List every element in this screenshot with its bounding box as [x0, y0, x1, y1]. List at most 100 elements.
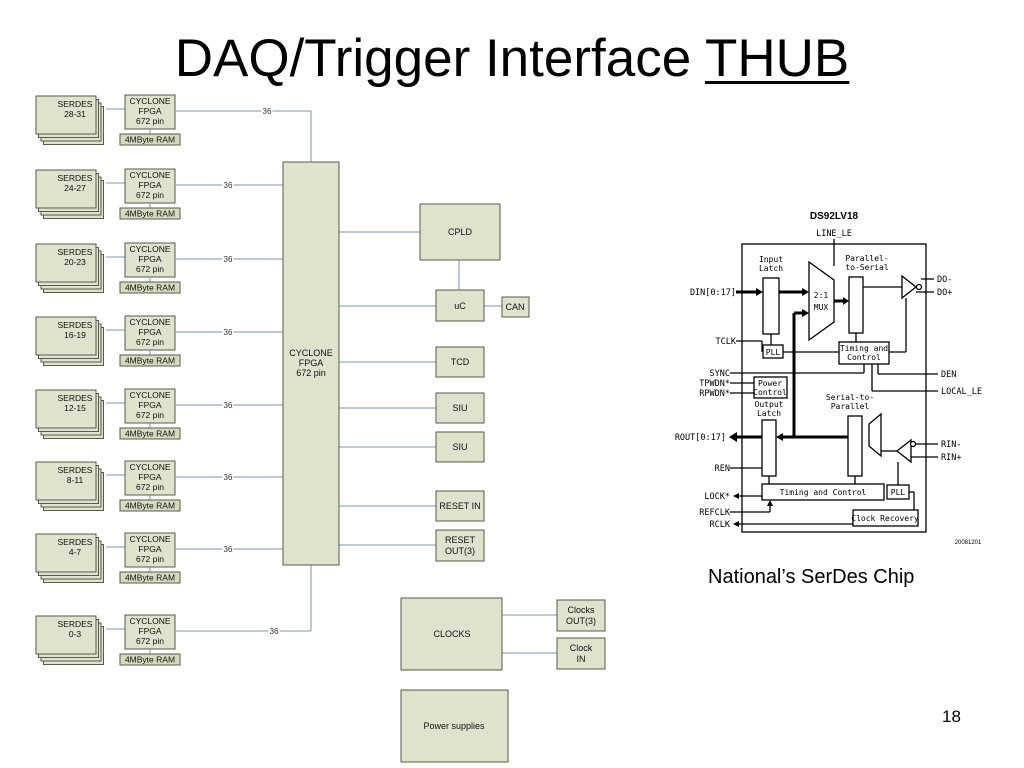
- parallel-to-serial-block: [848, 276, 864, 334]
- bus-label: 36: [224, 328, 233, 337]
- clock-recovery-label: Clock Recovery: [851, 514, 919, 523]
- serdes-label: SERDES: [58, 537, 93, 547]
- group-fpga: [124, 460, 176, 496]
- timing-top-line1: Timing and: [840, 344, 888, 353]
- serdes-label: SERDES: [58, 247, 93, 257]
- reset-out-block: [435, 529, 485, 562]
- reset-in-label: RESET IN: [439, 501, 480, 511]
- output-latch-line2: Latch: [757, 409, 781, 418]
- timing-top-line2: Control: [847, 353, 881, 362]
- pin-ren: REN: [715, 464, 730, 474]
- pin-rpwdn: RPWDN*: [699, 389, 730, 399]
- timing-bottom-label: Timing and Control: [780, 488, 867, 497]
- cpld-label: CPLD: [448, 227, 473, 237]
- serdes-label: SERDES: [58, 619, 93, 629]
- power-control-block: [753, 376, 788, 399]
- group-fpga-line1: CYCLONE: [129, 170, 170, 180]
- group-fpga-line1: CYCLONE: [129, 96, 170, 106]
- pin-lock: LOCK*: [704, 492, 730, 502]
- pin-din: DIN[0:17]: [690, 288, 736, 298]
- pin-rclk: RCLK: [710, 520, 731, 530]
- slide-title: DAQ/Trigger Interface THUB: [0, 28, 1024, 89]
- siu-label-2: SIU: [452, 442, 467, 452]
- pll-top-label: PLL: [766, 348, 781, 357]
- group-fpga: [124, 532, 176, 568]
- group-ram: [119, 571, 181, 584]
- output-driver-bubble: [915, 283, 923, 291]
- clocks-out-line1: Clocks: [567, 605, 595, 615]
- group-fpga-line3: 672 pin: [136, 636, 164, 646]
- p2s-line1: Parallel-: [845, 254, 888, 263]
- lock-arrow: [733, 493, 739, 499]
- group-ram-label: 4MByte RAM: [125, 429, 175, 439]
- power-supplies-block: [400, 689, 509, 763]
- group-fpga-line2: FPGA: [138, 106, 161, 116]
- serdes-card: [35, 615, 97, 655]
- serdes-card: [35, 461, 97, 501]
- group-fpga-line3: 672 pin: [136, 264, 164, 274]
- chip-outline: [741, 243, 927, 533]
- group-fpga-line3: 672 pin: [136, 482, 164, 492]
- bus-label: 36: [224, 401, 233, 410]
- input-receiver: [895, 438, 912, 464]
- group-ram: [119, 427, 181, 440]
- group-fpga: [124, 388, 176, 424]
- group-fpga: [124, 94, 176, 130]
- clocks-out-line2: OUT(3): [566, 616, 596, 626]
- pin-do-minus: DO-: [937, 275, 952, 285]
- rclk-arrow: [733, 521, 739, 527]
- group-fpga-line3: 672 pin: [136, 554, 164, 564]
- input-latch-line2: Latch: [759, 264, 783, 273]
- pin-rin-plus: RIN+: [941, 453, 961, 463]
- serdes-card: [35, 533, 97, 573]
- s2p-line1: Serial-to-: [826, 393, 874, 402]
- group-fpga-line2: FPGA: [138, 400, 161, 410]
- group-fpga-line3: 672 pin: [136, 337, 164, 347]
- central-fpga-line3: 672 pin: [296, 368, 326, 378]
- group-ram-label: 4MByte RAM: [125, 655, 175, 665]
- din-arrow: [756, 288, 763, 296]
- uc-label: uC: [454, 301, 466, 311]
- bus-label: 36: [224, 255, 233, 264]
- group-fpga-line1: CYCLONE: [129, 317, 170, 327]
- serdes-range: 12-15: [64, 403, 86, 413]
- group-ram: [119, 281, 181, 294]
- bus-label: 36: [224, 545, 233, 554]
- serdes-card: [35, 316, 97, 356]
- group-fpga-line2: FPGA: [138, 544, 161, 554]
- serial-to-parallel-block: [847, 415, 863, 477]
- power-control-line2: Control: [753, 388, 787, 397]
- pin-local-le: LOCAL_LE: [941, 387, 982, 397]
- group-fpga-line2: FPGA: [138, 472, 161, 482]
- output-driver: [901, 274, 918, 300]
- group-ram-label: 4MByte RAM: [125, 209, 175, 219]
- chip-name: DS92LV18: [810, 211, 859, 222]
- serdes-range: 24-27: [64, 183, 86, 193]
- group-fpga-line2: FPGA: [138, 626, 161, 636]
- s2p-line2: Parallel: [831, 402, 870, 411]
- group-ram: [119, 354, 181, 367]
- clock-in-block: [556, 637, 606, 670]
- group-ram-label: 4MByte RAM: [125, 356, 175, 366]
- chip-line-le: LINE_LE: [816, 229, 852, 239]
- serdes-label: SERDES: [58, 99, 93, 109]
- clocks-block: [400, 597, 503, 671]
- group-fpga-line3: 672 pin: [136, 116, 164, 126]
- pin-sync: SYNC: [710, 369, 730, 379]
- group-fpga-line2: FPGA: [138, 254, 161, 264]
- mux-to-p2s-arrow: [843, 297, 849, 305]
- chip-caption: National’s SerDes Chip: [708, 566, 915, 588]
- group-fpga-line1: CYCLONE: [129, 462, 170, 472]
- serdes-range: 20-23: [64, 257, 86, 267]
- bus-label: 36: [224, 473, 233, 482]
- group-fpga-line1: CYCLONE: [129, 534, 170, 544]
- serdes-card: [35, 243, 97, 283]
- serdes-card: [35, 389, 97, 429]
- serdes-card: [35, 169, 97, 209]
- group-fpga-line1: CYCLONE: [129, 390, 170, 400]
- clock-in-line2: IN: [577, 654, 586, 664]
- clock-in-line1: Clock: [570, 643, 593, 653]
- siu-label-1: SIU: [452, 403, 467, 413]
